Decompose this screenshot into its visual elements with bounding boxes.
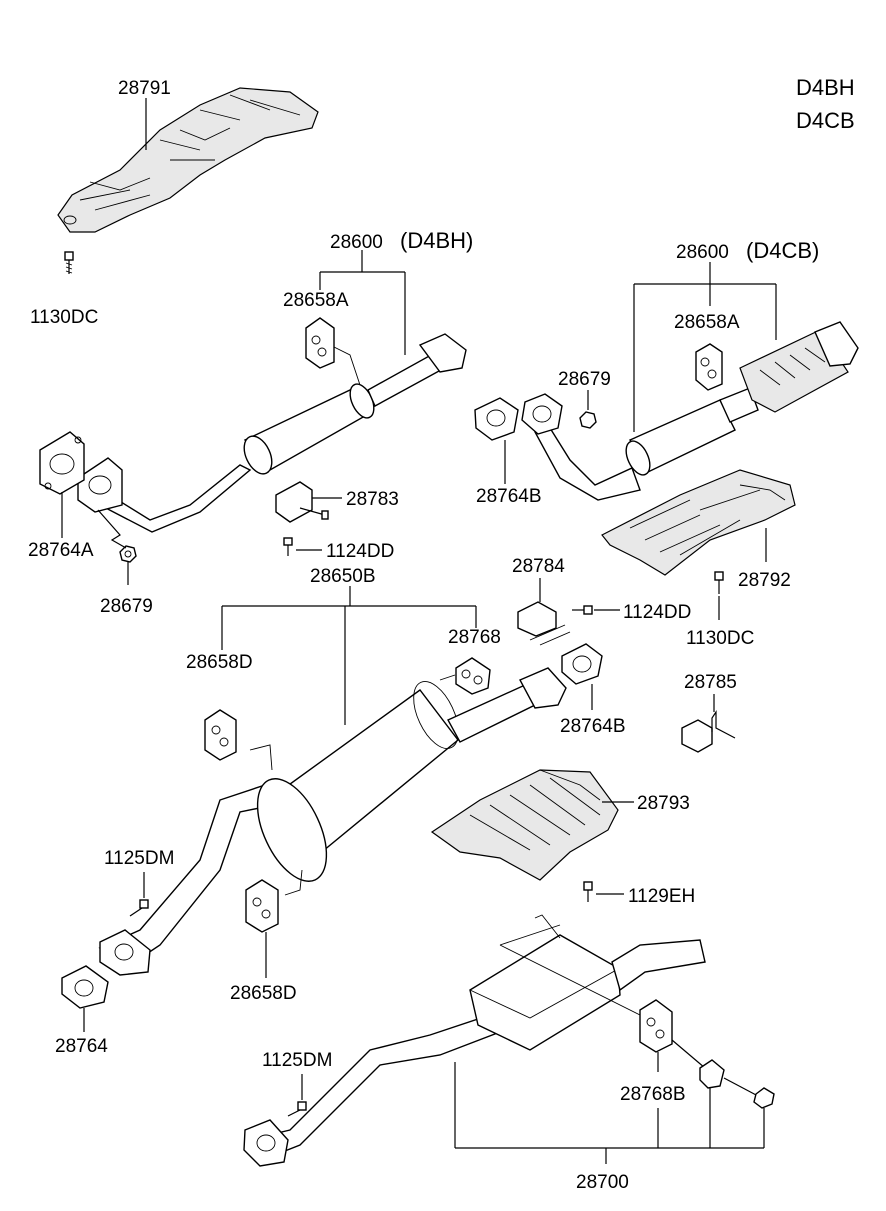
hanger-28658a-d4cb [695, 343, 723, 391]
rear-muffler-28700 [243, 914, 706, 1167]
bracket-28784 [517, 601, 571, 646]
bolt-28700 [723, 1077, 775, 1109]
label-28658d-b: 28658D [230, 983, 297, 1004]
label-28764b-a: 28764B [476, 486, 542, 507]
front-muffler-d4bh [77, 333, 467, 533]
nut-28679-d4cb [579, 411, 597, 429]
label-1129eh: 1129EH [628, 886, 695, 907]
label-28600-d4bh: 28600 [330, 232, 383, 253]
label-1124dd-a: 1124DD [326, 541, 394, 562]
bolt-1130dc-b [714, 571, 724, 594]
label-28783: 28783 [346, 489, 399, 510]
label-28764b-b: 28764B [560, 716, 626, 737]
hanger-28658a-d4bh [305, 317, 335, 369]
nut-28679-d4bh [119, 545, 137, 563]
label-28792: 28792 [738, 570, 791, 591]
heat-protector-28792 [601, 469, 796, 576]
label-28600-d4bh-suffix: (D4BH) [400, 228, 473, 253]
label-1130dc-b: 1130DC [686, 628, 754, 649]
engine-code-d4bh: D4BH [796, 75, 855, 100]
gasket-28764 [61, 965, 109, 1009]
bracket-28785 [681, 710, 736, 753]
label-28793: 28793 [637, 793, 690, 814]
gasket-28764a [39, 431, 85, 495]
label-28700: 28700 [576, 1172, 629, 1193]
hanger-28658d-a [204, 709, 237, 761]
label-1125dm-b: 1125DM [262, 1050, 332, 1071]
label-28679-d4cb: 28679 [558, 369, 611, 390]
hanger-28768b [639, 999, 706, 1069]
label-28650b: 28650B [310, 566, 376, 587]
label-28600-d4cb-suffix: (D4CB) [746, 238, 819, 263]
label-28658a-d4cb: 28658A [674, 312, 740, 333]
hanger-28658d-b [245, 879, 279, 933]
label-28658d-a: 28658D [186, 652, 253, 673]
bolt-1125dm-a [129, 899, 149, 917]
label-28600-d4cb: 28600 [676, 242, 729, 263]
label-28768b: 28768B [620, 1084, 686, 1105]
front-muffler-d4cb [521, 321, 859, 501]
gasket-28764b-a [474, 397, 519, 441]
label-28764: 28764 [55, 1036, 108, 1057]
bolt-1130dc-a [64, 251, 74, 274]
center-muffler-28650b [98, 667, 567, 976]
bolt-1124dd-a [283, 537, 293, 556]
label-1130dc-a: 1130DC [30, 307, 98, 328]
label-28658a-d4bh: 28658A [283, 290, 349, 311]
label-28764a: 28764A [28, 540, 94, 561]
collar-28700 [699, 1059, 725, 1089]
label-28784: 28784 [512, 556, 565, 577]
label-28768: 28768 [448, 627, 501, 648]
label-28679-d4bh: 28679 [100, 596, 153, 617]
bracket-28783 [275, 481, 329, 523]
heat-protector-28791 [57, 87, 319, 233]
label-1124dd-b: 1124DD [623, 602, 691, 623]
gasket-28764b-b [561, 643, 603, 685]
heat-protector-28793 [430, 769, 619, 881]
hanger-28768 [455, 657, 491, 695]
bolt-1124dd-b [572, 605, 593, 615]
label-28791: 28791 [118, 78, 171, 99]
label-1125dm-a: 1125DM [104, 848, 174, 869]
bolt-1125dm-b [287, 1101, 307, 1117]
bolt-1129eh [583, 881, 593, 902]
label-28785: 28785 [684, 672, 737, 693]
engine-code-d4cb: D4CB [796, 108, 855, 133]
